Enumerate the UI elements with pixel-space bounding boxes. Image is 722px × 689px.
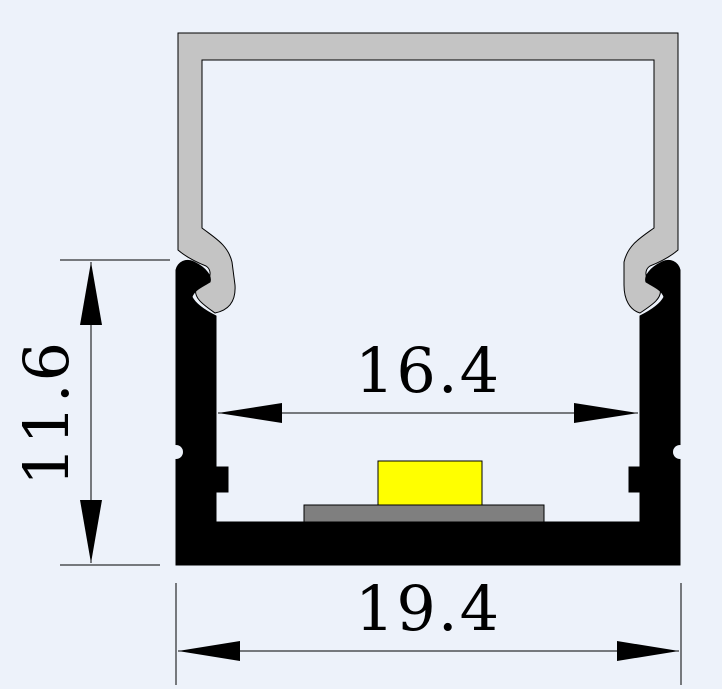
aluminum-channel — [175, 259, 681, 566]
height-arrow-top — [80, 262, 102, 325]
height-arrow-bottom — [80, 500, 102, 563]
pcb-strip — [303, 504, 545, 523]
diffuser-cover — [177, 32, 679, 314]
height-label: 11.6 — [10, 340, 83, 486]
inner-width-dimension — [218, 403, 638, 423]
led-chip — [377, 460, 483, 506]
right-groove — [673, 445, 687, 459]
inner-width-arrow-left — [218, 403, 282, 423]
left-groove — [169, 445, 183, 459]
outer-width-arrow-left — [178, 641, 240, 661]
inner-width-label: 16.4 — [355, 334, 501, 407]
outer-width-arrow-right — [617, 641, 679, 661]
outer-width-dimension — [175, 583, 682, 685]
inner-width-arrow-right — [574, 403, 638, 423]
height-dimension — [60, 259, 170, 566]
outer-width-label: 19.4 — [355, 572, 501, 645]
